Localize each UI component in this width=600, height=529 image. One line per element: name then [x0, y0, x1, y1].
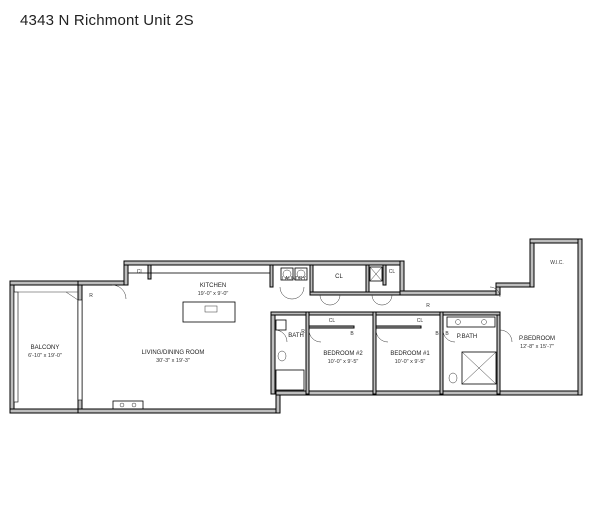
bath-label: BATH [288, 333, 304, 339]
balcony-size: 6'-10" x 19'-0" [28, 353, 62, 359]
marker-b-bed2: B [350, 331, 354, 337]
wic-label: W.I.C. [550, 260, 564, 266]
living-room-label: LIVING/DINING ROOM [142, 350, 205, 356]
bedroom2-closet-label: CL [329, 318, 336, 324]
p-bath-label: P.BATH [457, 334, 477, 340]
marker-r-balcony: R [89, 293, 93, 299]
doors [111, 284, 513, 343]
living-room-size: 30'-3" x 19'-3" [156, 358, 190, 364]
bedroom1-closet-label: CL [417, 318, 424, 324]
balcony-label: BALCONY [31, 345, 60, 351]
closet-label: CL [335, 274, 343, 280]
bedroom1-size: 10'-0" x 9'-5" [395, 359, 426, 365]
laundry-label: LAUNDRY [282, 276, 306, 282]
kitchen-label: KITCHEN [200, 283, 226, 289]
page-title: 4343 N Richmont Unit 2S [20, 12, 194, 29]
marker-b-pbath: B [445, 331, 449, 337]
interior-walls [147, 264, 501, 395]
corner-closet-label: CL [389, 269, 396, 275]
marker-r-bath: R [301, 329, 305, 335]
kitchen-size: 19'-0" x 9'-0" [198, 291, 229, 297]
marker-r-hall: R [426, 303, 430, 309]
bedroom2-size: 10'-0" x 9'-5" [328, 359, 359, 365]
exterior-walls [9, 238, 583, 414]
marker-b-bed1: B [435, 331, 439, 337]
bedroom2-label: BEDROOM #2 [323, 351, 363, 357]
p-bedroom-label: P.BEDROOM [519, 336, 555, 342]
bedroom1-label: BEDROOM #1 [390, 351, 430, 357]
kitchen-closet-label: CL [137, 269, 144, 275]
fixtures [18, 264, 497, 410]
p-bedroom-size: 12'-8" x 15'-7" [520, 344, 554, 350]
